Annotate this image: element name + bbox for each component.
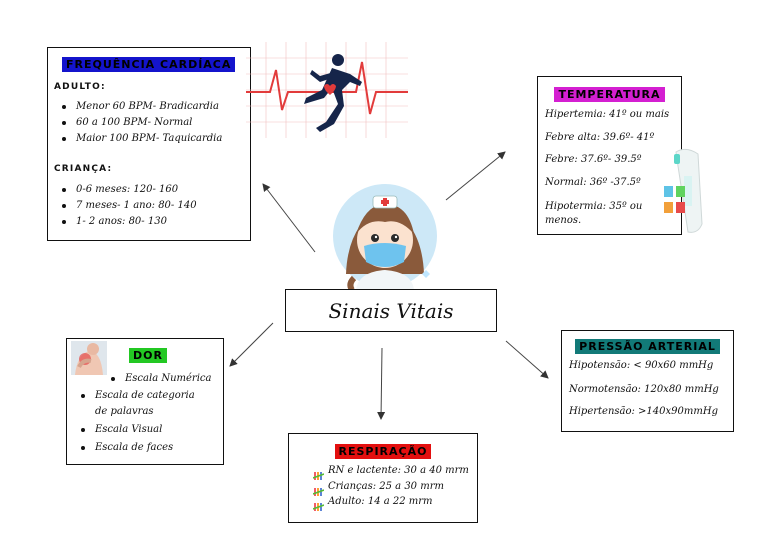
list-item: Menor 60 BPM- Bradicardia: [48, 99, 252, 115]
temp-line: Normal: 36º -37.5º: [545, 177, 641, 188]
temperatura-box: TEMPERATURA Hipertemia: 41º ou mais Febr…: [537, 76, 682, 235]
respiracao-title: RESPIRAÇÃO: [334, 444, 432, 459]
shoulder-pain-icon: [71, 341, 107, 375]
child-label: CRIANÇA:: [54, 164, 113, 174]
nurse-mask-icon: [326, 182, 444, 292]
respiracao-box: RESPIRAÇÃO RN e lactente: 30 a 40 mrm Cr…: [288, 433, 478, 523]
resp-row: Adulto: 14 a 22 mrm: [312, 496, 433, 511]
pressao-line: Hipotensão: < 90x60 mmHg: [569, 360, 714, 371]
arrow-to-frequencia: [262, 183, 316, 253]
arrow-to-pressao: [505, 340, 549, 379]
resp-line: RN e lactente: 30 a 40 mrm: [328, 465, 469, 476]
list-item: Escala de categoria de palavras: [67, 388, 195, 420]
arrow-to-dor: [229, 322, 274, 367]
list-item: 7 meses- 1 ano: 80- 140: [48, 198, 252, 214]
tally-marks-icon: [312, 466, 325, 480]
temp-line: Hipotermia: 35º ou menos.: [545, 201, 643, 226]
list-item: 0-6 meses: 120- 160: [48, 182, 252, 198]
dor-list: Escala de categoria de palavras Escala V…: [67, 388, 217, 456]
list-item: 1- 2 anos: 80- 130: [48, 214, 252, 230]
list-item: 60 a 100 BPM- Normal: [48, 115, 252, 131]
tally-marks-icon: [312, 482, 325, 496]
frequencia-title: FREQUÊNCIA CARDÍACA: [62, 57, 236, 72]
arrow-to-respiracao: [377, 347, 386, 420]
pressao-title: PRESSÃO ARTERIAL: [575, 339, 720, 354]
runner-heartbeat-icon: [246, 42, 408, 138]
pressao-line: Hipertensão: >140x90mmHg: [569, 406, 718, 417]
thermometer-icon: [658, 146, 714, 236]
temperatura-title: TEMPERATURA: [554, 87, 665, 102]
arrow-to-temperatura: [445, 151, 506, 201]
child-list: 0-6 meses: 120- 160 7 meses- 1 ano: 80- …: [48, 182, 252, 230]
tally-marks-icon: [312, 497, 325, 511]
list-item: Escala Visual: [67, 422, 217, 438]
temp-line: Hipertemia: 41º ou mais: [545, 109, 670, 120]
list-item: Escala Numérica: [97, 371, 225, 387]
center-title-box: Sinais Vitais: [285, 289, 497, 332]
adult-list: Menor 60 BPM- Bradicardia 60 a 100 BPM- …: [48, 99, 252, 147]
resp-row: RN e lactente: 30 a 40 mrm: [312, 465, 469, 480]
resp-line: Adulto: 14 a 22 mrm: [328, 496, 433, 507]
pressao-line: Normotensão: 120x80 mmHg: [569, 384, 719, 395]
frequencia-box: FREQUÊNCIA CARDÍACA ADULTO: Menor 60 BPM…: [47, 47, 251, 241]
temp-line: Febre alta: 39.6º- 41º: [545, 132, 655, 143]
adult-label: ADULTO:: [54, 82, 106, 92]
dor-box: DOR Escala Numérica Escala de categoria …: [66, 338, 224, 465]
resp-row: Crianças: 25 a 30 mrm: [312, 481, 444, 496]
list-item: Maior 100 BPM- Taquicardia: [48, 131, 252, 147]
dor-title: DOR: [129, 348, 167, 363]
temp-line: Febre: 37.6º- 39.5º: [545, 154, 642, 165]
list-item: Escala de faces: [67, 440, 217, 456]
pressao-box: PRESSÃO ARTERIAL Hipotensão: < 90x60 mmH…: [561, 330, 734, 432]
resp-line: Crianças: 25 a 30 mrm: [328, 481, 444, 492]
center-title: Sinais Vitais: [328, 298, 454, 323]
dor-first-list: Escala Numérica: [97, 371, 225, 387]
